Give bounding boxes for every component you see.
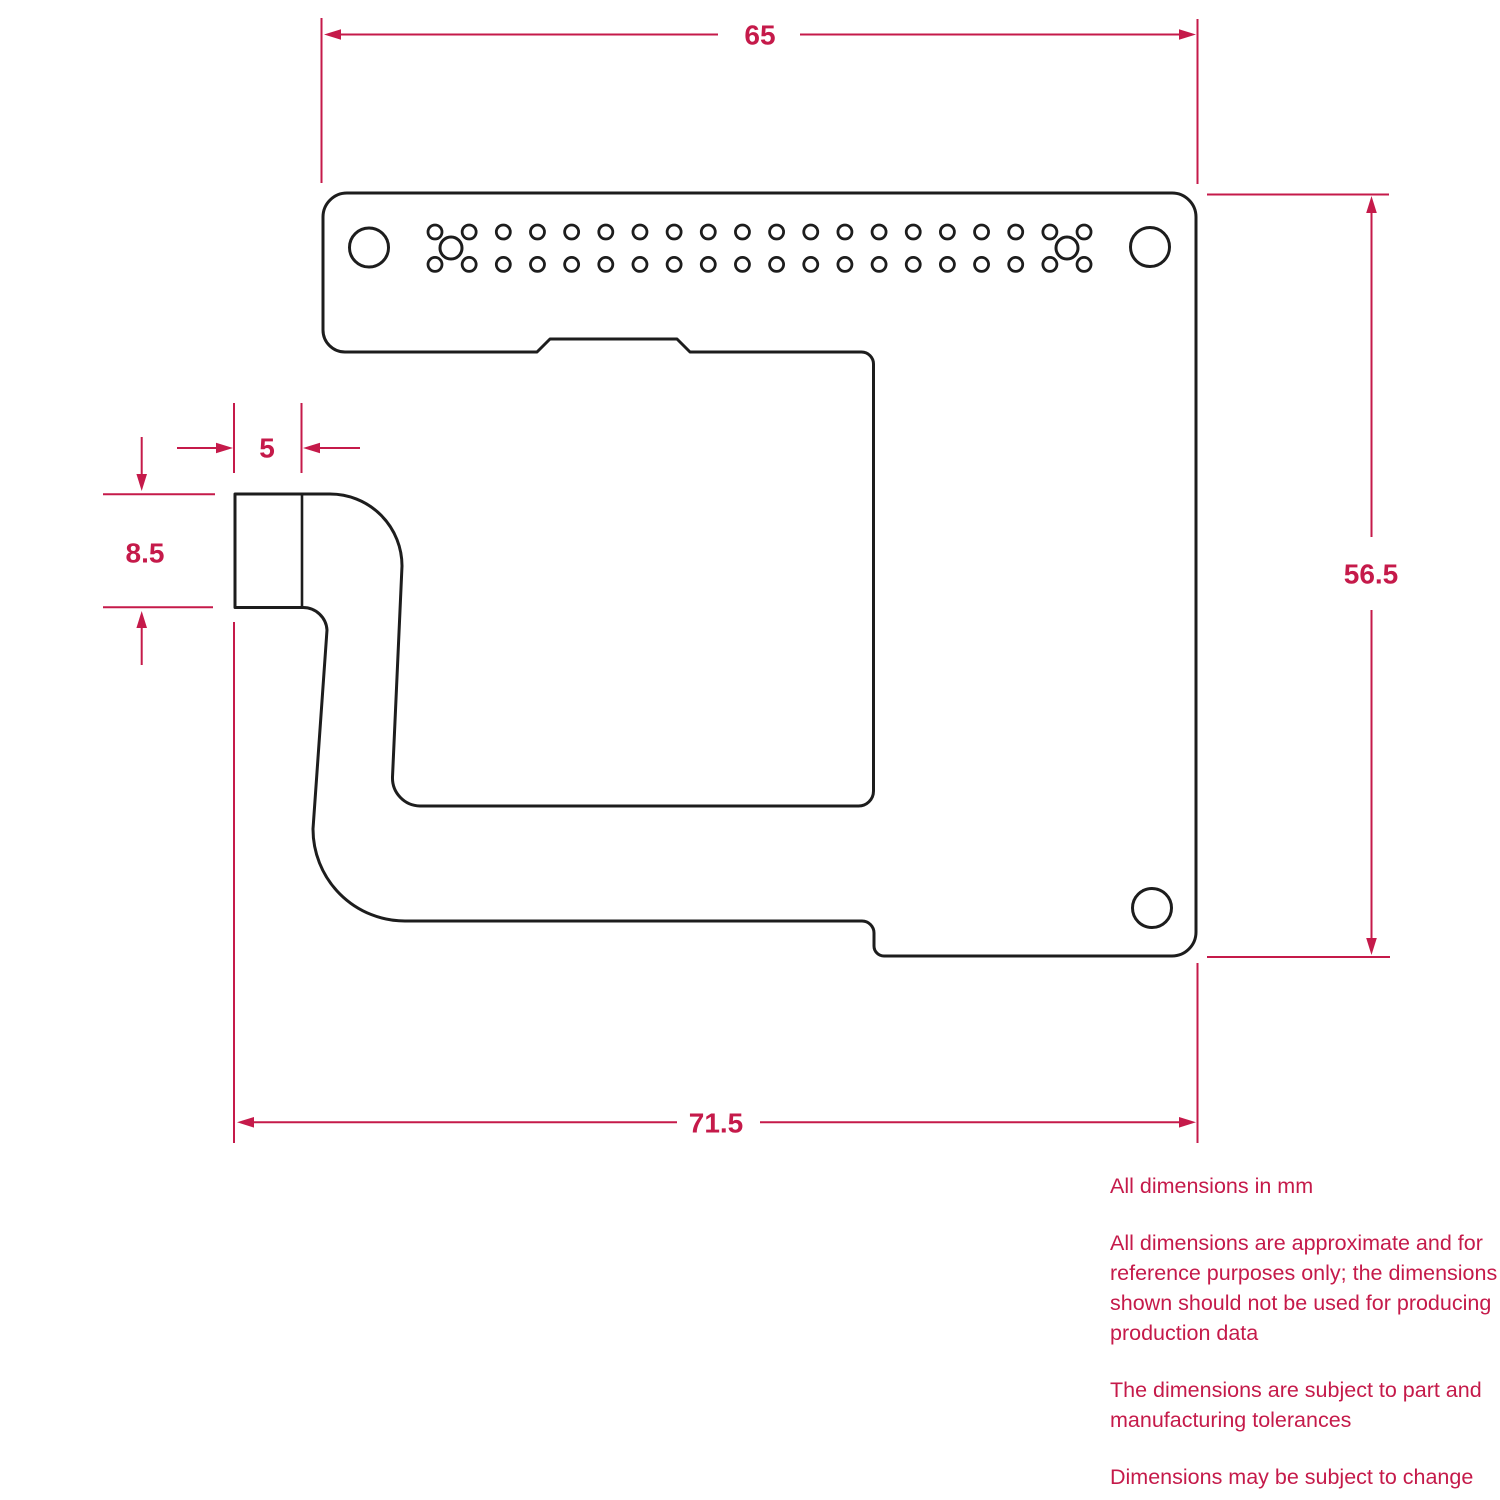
gpio-hole [494,223,512,241]
gpio-hole [665,255,683,273]
fiducial-hole-left [438,235,464,261]
gpio-hole [426,223,444,241]
dimension-65: 65 [320,18,1199,184]
board-outline [233,191,1198,958]
gpio-hole [631,223,649,241]
arrowhead-right [1179,29,1196,40]
gpio-hole [460,223,478,241]
arrowhead-left [237,1117,254,1128]
dimension-56-5: 56.5 [1207,193,1399,958]
gpio-hole [973,255,990,273]
arrowhead-up [1366,196,1377,213]
gpio-hole [1041,255,1059,273]
dimension-8-5: 8.5 [103,437,215,665]
gpio-hole [1075,223,1093,241]
gpio-hole [494,255,512,273]
mounting-hole-bottom-right [1131,887,1173,929]
gpio-hole [563,255,581,273]
gpio-hole [1007,223,1025,241]
gpio-hole [836,255,854,273]
gpio-hole [1075,255,1093,273]
gpio-hole [631,255,649,273]
gpio-hole [597,255,615,273]
note-subject-to-change: Dimensions may be subject to change [1110,1465,1474,1489]
dim-label-5: 5 [259,433,275,464]
gpio-hole [939,255,956,273]
arrowhead-left [324,29,341,40]
gpio-hole [904,223,922,241]
note-units: All dimensions in mm [1110,1174,1314,1198]
gpio-hole [973,223,990,241]
gpio-hole [904,255,922,273]
arrowhead-right [1179,1117,1196,1128]
gpio-hole [426,255,444,273]
gpio-hole [699,223,717,241]
mounting-hole-top-left [348,226,390,269]
gpio-hole [870,223,888,241]
dim-label-71-5: 71.5 [689,1108,744,1139]
gpio-hole [1007,255,1025,273]
gpio-hole [665,223,683,241]
arrowhead-right [216,442,233,454]
gpio-hole [870,255,888,273]
dim-label-8-5: 8.5 [126,538,165,569]
dimension-71-5: 71.5 [233,622,1199,1143]
gpio-hole [699,255,717,273]
gpio-hole [734,223,751,241]
gpio-hole [529,255,546,273]
fiducial-hole-right [1054,235,1080,261]
gpio-hole [460,255,478,273]
gpio-hole [529,223,546,241]
arrowhead-down [1366,938,1377,955]
gpio-hole [768,223,785,241]
gpio-hole [597,223,615,241]
arrowhead-down [136,474,147,491]
arrowhead-up [136,611,147,628]
gpio-hole [836,223,854,241]
gpio-hole [768,255,785,273]
drawing-notes: All dimensions in mm All dimensions are … [1110,1171,1500,1500]
mounting-hole-top-right [1129,226,1171,268]
gpio-hole [734,255,751,273]
gpio-hole [563,223,581,241]
arrowhead-left [303,442,320,454]
gpio-hole [802,255,820,273]
gpio-hole [939,223,956,241]
hole-pattern [348,223,1173,929]
dim-label-56-5: 56.5 [1344,559,1399,590]
dimension-5: 5 [177,403,360,473]
gpio-hole [1041,223,1059,241]
gpio-hole [802,223,820,241]
dim-label-65: 65 [744,20,775,51]
